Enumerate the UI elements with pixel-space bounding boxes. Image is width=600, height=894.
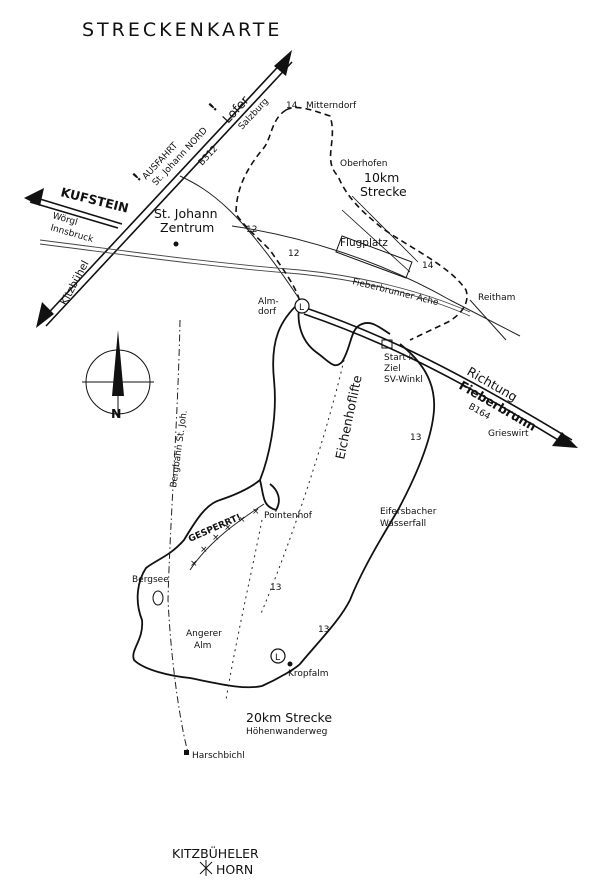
route-marker: 12	[246, 225, 257, 235]
lift-bergbahn	[167, 319, 189, 753]
compass-rose-icon	[82, 330, 154, 418]
route-marker: 14	[422, 261, 434, 271]
river-ache-bank	[39, 243, 471, 317]
road-local	[179, 175, 301, 301]
label-reitham: Reitham	[478, 293, 515, 303]
map-title: STRECKENKARTE	[82, 19, 282, 41]
label-eifersbacher-1: Eifersbacher	[380, 507, 437, 517]
label-kropfalm: Kropfalm	[288, 669, 329, 679]
route-marker: 13	[410, 433, 421, 443]
svg-text:×: ×	[200, 545, 208, 555]
arrow-lofer-icon	[274, 50, 292, 76]
start-finish-icon	[381, 339, 393, 349]
closed-path	[189, 503, 265, 571]
route-marker: 14	[286, 101, 298, 111]
label-oberhofen: Oberhofen	[340, 159, 388, 169]
route-10km-west	[235, 109, 301, 303]
label-mitterndorf: Mitterndorf	[306, 101, 357, 111]
label-angerer: Angerer	[186, 629, 222, 639]
label-fieberbrunner-ache: Fieberbrunner Ache	[351, 277, 440, 308]
label-kitzbueheler: KITZBÜHELER	[172, 845, 259, 861]
label-eifersbacher-2: Wasserfall	[380, 519, 426, 529]
harschbichl-point	[184, 750, 189, 755]
arrow-kufstein-icon	[24, 188, 44, 206]
route-marker: 12	[288, 249, 299, 259]
road-b312	[36, 50, 293, 328]
svg-text:×: ×	[190, 559, 198, 569]
kropfalm-point	[287, 661, 293, 667]
label-bergbahn: Bergbahn St. Joh.	[169, 410, 190, 489]
road-kufstein	[24, 188, 123, 229]
label-angerer-alm: Alm	[194, 641, 211, 651]
label-strecke: Strecke	[360, 184, 407, 199]
route-marker: 13	[270, 583, 281, 593]
label-eichenhoflifte: Eichenhoflifte	[332, 374, 365, 461]
label-b312: B312	[197, 144, 220, 168]
arrow-kitzbuehel-icon	[36, 302, 54, 328]
warning-mark-2: !	[205, 100, 220, 114]
label-20km: 20km Strecke	[246, 710, 332, 725]
label-ziel: Ziel	[384, 364, 401, 374]
lake-icon	[152, 590, 164, 606]
label-kufstein: KUFSTEIN	[59, 184, 130, 215]
label-st-johann: St. Johann	[154, 206, 218, 221]
lift-letter: L	[275, 653, 280, 663]
route-10km-outer	[285, 106, 468, 341]
river-ache	[39, 239, 471, 313]
road-east	[231, 225, 521, 337]
lift-letter: L	[299, 303, 304, 313]
label-sv-winkl: SV-Winkl	[384, 375, 423, 385]
st-johann-point	[173, 241, 179, 247]
label-pointenhof: Pointenhof	[264, 511, 313, 521]
svg-text:×: ×	[224, 523, 232, 533]
route-pointenhof-loop	[259, 479, 280, 512]
label-harschbichl: Harschbichl	[192, 751, 245, 761]
road-b164	[303, 307, 578, 448]
lift-symbol-kropfalm-icon	[270, 648, 286, 664]
label-start: Start+	[384, 353, 414, 363]
svg-text:×: ×	[252, 507, 260, 517]
label-10km: 10km	[364, 170, 399, 185]
route-marker: 13	[318, 625, 329, 635]
peak-star-icon	[199, 860, 213, 876]
route-start-loop	[297, 301, 391, 367]
label-zentrum: Zentrum	[160, 220, 214, 235]
label-flugplatz: Flugplatz	[340, 237, 388, 249]
label-grieswirt: Grieswirt	[488, 429, 529, 439]
label-hoehenwanderweg: Höhenwanderweg	[246, 727, 327, 737]
road-reitham	[469, 299, 507, 341]
label-bergsee: Bergsee	[132, 575, 169, 585]
compass-north-letter: N	[111, 406, 121, 421]
label-horn: HORN	[216, 862, 253, 877]
label-almdorf-1: Alm-	[258, 297, 279, 307]
arrow-fieberbrunn-icon	[552, 432, 578, 448]
lift-pointenhof	[225, 519, 263, 701]
svg-text:×: ×	[238, 515, 246, 525]
lift-symbol-almdorf-icon	[294, 298, 310, 314]
closed-marks: × × × × × ×	[190, 507, 260, 569]
svg-text:×: ×	[212, 533, 220, 543]
lift-eichenhof	[259, 359, 345, 617]
airfield	[335, 195, 419, 279]
label-almdorf-2: dorf	[258, 307, 277, 317]
